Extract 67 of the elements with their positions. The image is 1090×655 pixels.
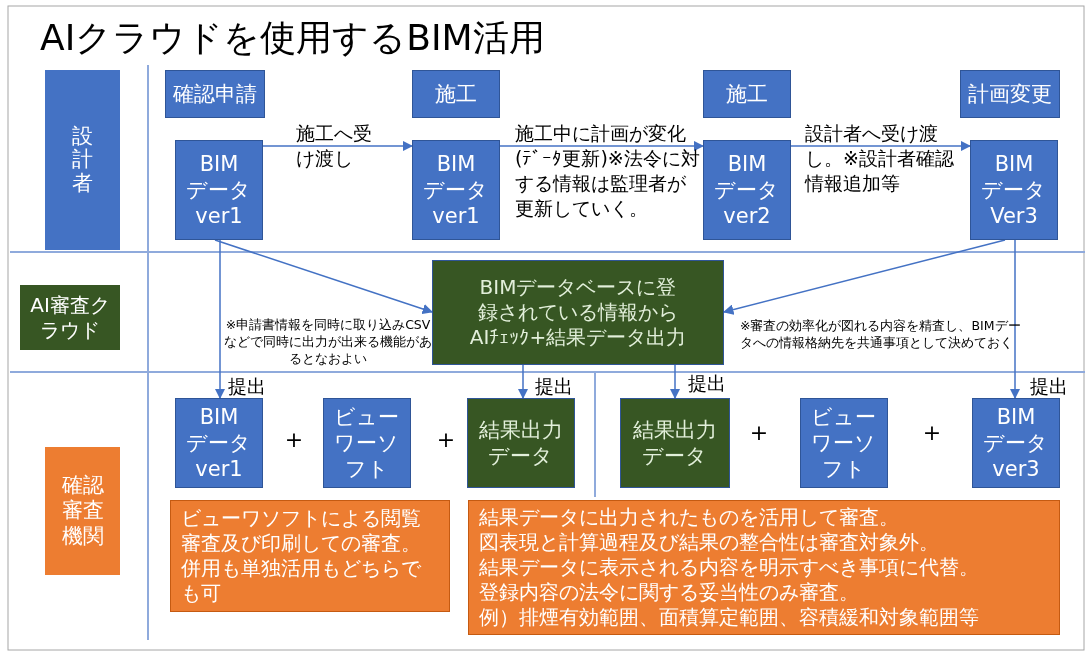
edge-label: 提出 (1030, 374, 1069, 399)
note-text: ※審査の効率化が図れる内容を精査し、BIMデータへの情報格納先を共通事項として決めておく (740, 318, 1022, 352)
box-label: BIM データ ver1 (185, 150, 253, 230)
lane-header (45, 447, 120, 575)
plus-sign: + (749, 419, 769, 447)
process-box (703, 140, 791, 240)
lane-label: 設計者 (72, 125, 93, 195)
arrow (723, 239, 1006, 315)
arrow (262, 140, 414, 152)
lane-label: 確認審査機関 (61, 473, 104, 549)
arrow (499, 140, 705, 152)
box-label: 結果出力データ (632, 416, 718, 470)
box-label: BIM データ Ver3 (980, 150, 1048, 230)
note-text: ※申請書情報を同時に取り込みCSVなどで同時に出力が出来る機能があるとなおよい (223, 317, 433, 368)
plus-sign: + (922, 419, 942, 447)
arrow (214, 239, 433, 314)
box-label: 施工 (726, 80, 768, 108)
box-label: ビューワーソフト (333, 403, 401, 483)
arrow (1009, 239, 1021, 400)
plus-sign: + (284, 426, 304, 454)
box-label: 施工 (435, 80, 477, 108)
box-label: BIM データ ver2 (713, 150, 781, 230)
note-text: ビューワソフトによる閲覧審査及び印刷しての審査。併用も単独活用もどちらでも可 (181, 506, 422, 606)
box-label: 計画変更 (968, 80, 1052, 108)
box-label: 結果出力データ (478, 416, 564, 470)
plus-sign: + (436, 426, 456, 454)
box-label: BIM データ ver3 (982, 403, 1050, 483)
lane-label: AI審査クラウド (29, 292, 111, 343)
note-box (468, 500, 1060, 635)
process-box (972, 398, 1060, 488)
process-box (467, 398, 575, 488)
process-box (412, 70, 500, 118)
process-box (175, 140, 263, 240)
edge-label: 提出 (535, 374, 574, 399)
note-text: 結果データに表示される内容を明示すべき事項に代替。 (479, 555, 979, 580)
process-box (703, 70, 791, 118)
note-text: 例）排煙有効範囲、面積算定範囲、容積緩和対象範囲等 (479, 605, 979, 630)
arrow (214, 239, 226, 400)
edge-label: 提出 (228, 374, 267, 399)
box-label: ビューワーソフト (810, 403, 878, 483)
process-box (620, 398, 730, 488)
process-box (960, 70, 1060, 118)
arrow (790, 140, 972, 152)
lane-header (45, 70, 120, 250)
box-label: BIM データ ver1 (185, 403, 253, 483)
edge-label: 施工へ受け渡し (296, 121, 373, 171)
note-text: 図表現と計算過程及び結果の整合性は審査対象外。 (479, 530, 939, 555)
box-label: BIMデータベースに登録されている情報からAIﾁｪｯｸ+結果データ出力 (468, 275, 688, 350)
process-box (432, 260, 724, 365)
edge-label: 提出 (688, 371, 727, 396)
edge-label: 設計者へ受け渡し。※設計者確認情報追加等 (805, 121, 955, 196)
note-box (170, 500, 450, 612)
process-box (412, 140, 500, 240)
edge-label: 施工中に計画が変化(ﾃﾞｰﾀ更新)※法令に対する情報は監理者が更新していく。 (515, 121, 700, 221)
process-box (165, 70, 265, 118)
note-text: 結果データに出力されたものを活用して審査。 (479, 505, 899, 530)
process-box (323, 398, 411, 488)
title: AIクラウドを使用するBIM活用 (40, 16, 545, 60)
arrow (669, 364, 681, 400)
note-text: 登録内容の法令に関する妥当性のみ審査。 (479, 580, 859, 605)
process-box (175, 398, 263, 488)
process-box (800, 398, 888, 488)
process-box (970, 140, 1058, 240)
box-label: 確認申請 (173, 80, 257, 108)
lane-header (20, 285, 120, 350)
arrow (517, 364, 529, 400)
box-label: BIM データ ver1 (422, 150, 490, 230)
